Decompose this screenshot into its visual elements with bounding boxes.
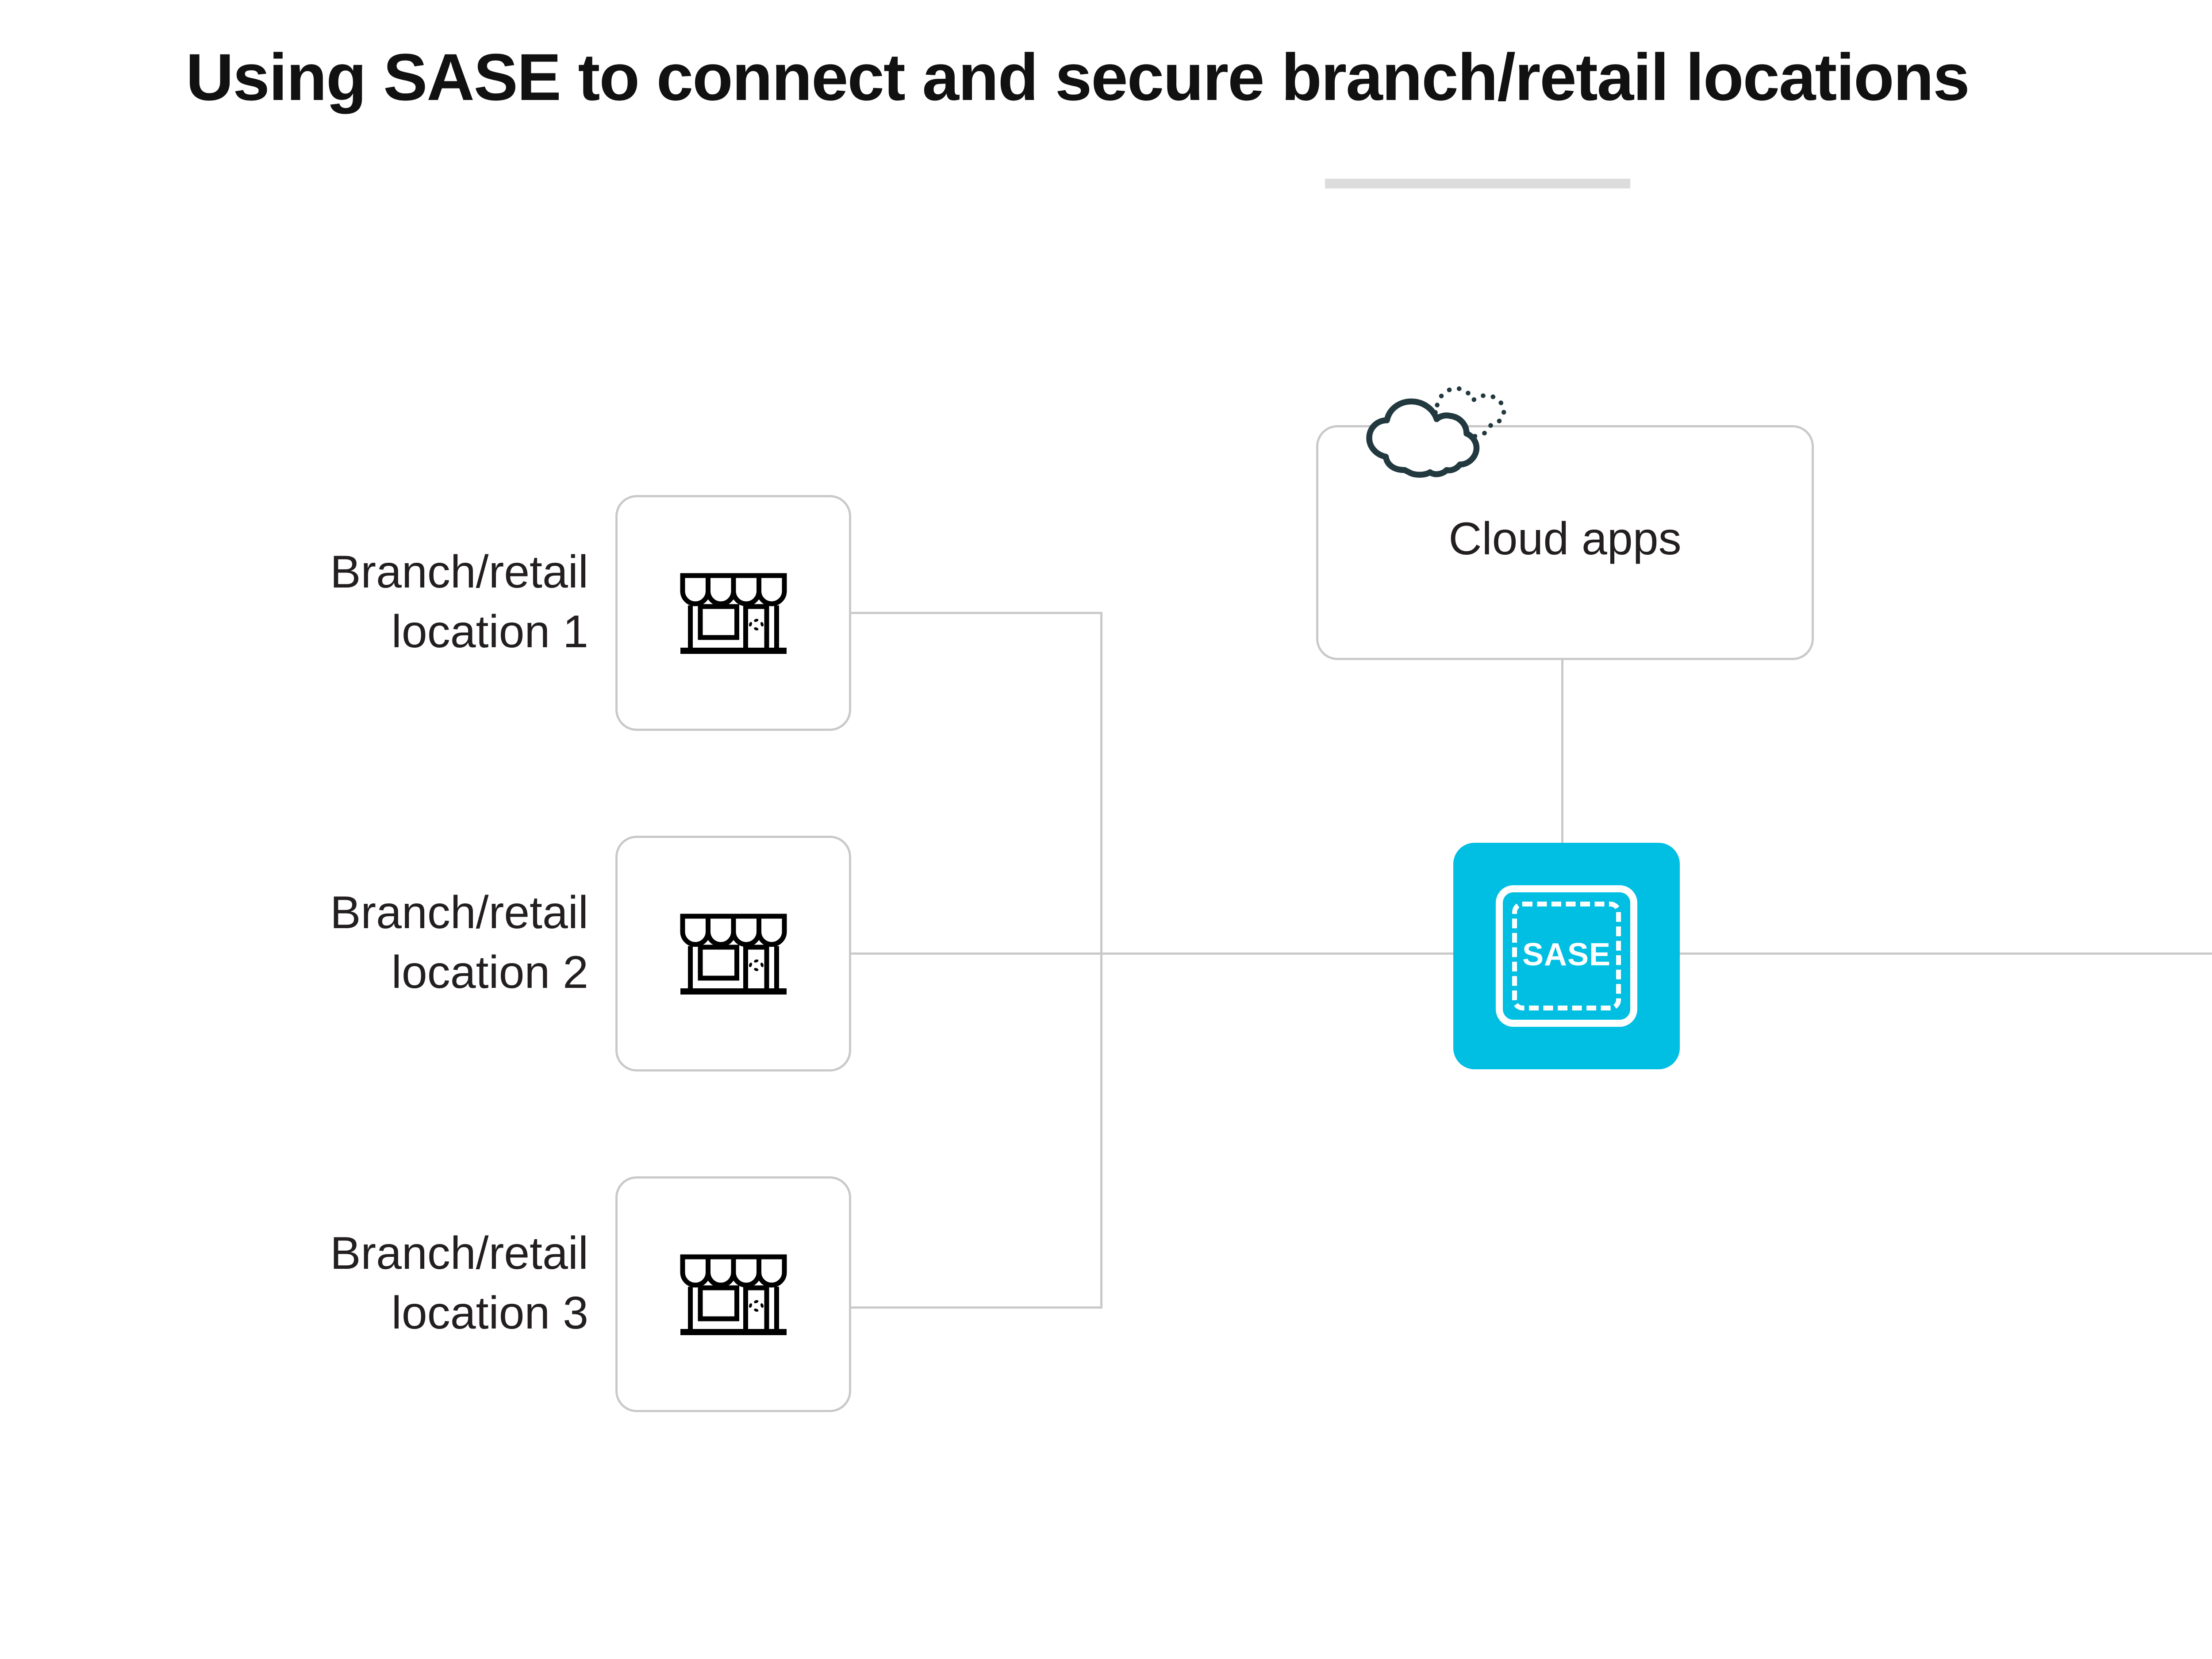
storefront-icon	[680, 573, 787, 654]
page-title: Using SASE to connect and secure branch/…	[186, 40, 1970, 114]
branch-label-3: Branch/retail location 3	[330, 1228, 588, 1339]
branch-node-2[interactable]	[615, 836, 851, 1071]
branch-label-1: Branch/retail location 1	[330, 546, 588, 658]
sase-node[interactable]: SASE	[1453, 843, 1680, 1069]
storefront-icon	[680, 1254, 787, 1335]
sase-inner-frame	[1496, 885, 1637, 1027]
connector-branch2-to-sase	[850, 952, 1455, 955]
connector-cloudapps-to-sase	[1561, 659, 1563, 844]
branch-node-1[interactable]	[615, 495, 851, 731]
cloud-icon	[1366, 386, 1506, 478]
sase-label: SASE	[1522, 937, 1611, 972]
connector-sase-to-datacenter	[1678, 952, 2212, 955]
connector-branch-bus	[1100, 612, 1102, 1309]
connector-branch3-stub	[850, 1306, 1102, 1309]
title-divider	[1325, 179, 1630, 188]
storefront-icon	[680, 914, 787, 995]
sase-dashed-frame	[1512, 902, 1621, 1010]
branch-label-2: Branch/retail location 2	[330, 887, 588, 998]
connector-branch1-stub	[850, 612, 1102, 614]
cloud-apps-label: Cloud apps	[1448, 513, 1682, 565]
branch-node-3[interactable]	[615, 1176, 851, 1412]
